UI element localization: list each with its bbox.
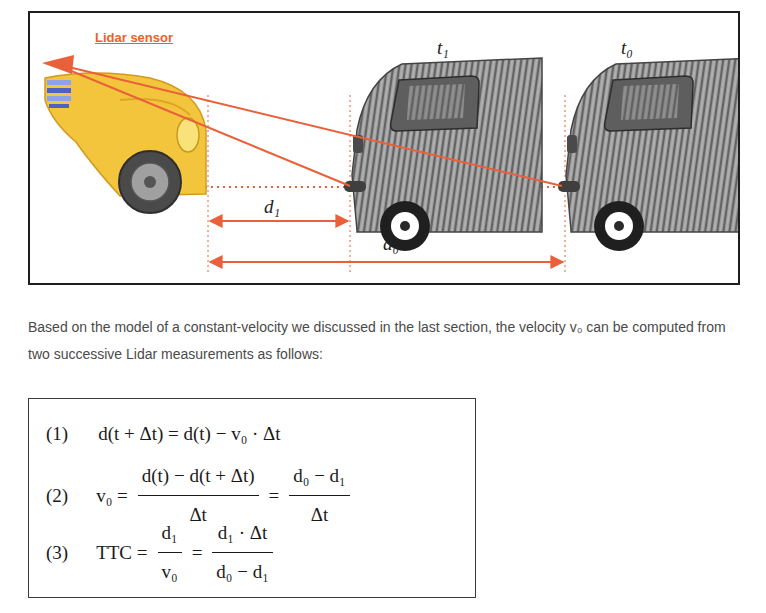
equation-term: TTC = bbox=[96, 542, 147, 564]
vehicle-t0 bbox=[558, 58, 738, 251]
equation-term: d(t + Δt) = d(t) − v₀ · Δt bbox=[98, 423, 280, 445]
body-text: Based on the model of a constant-velocit… bbox=[28, 314, 750, 368]
dimension-d1 bbox=[210, 220, 348, 222]
equation-term: = bbox=[192, 542, 203, 564]
fraction-bar bbox=[212, 552, 272, 553]
equation-term: (2) bbox=[46, 485, 68, 507]
lidar-beams bbox=[52, 63, 562, 186]
equation-term: = bbox=[269, 485, 280, 507]
equation-term: d₀ − d₁ bbox=[293, 465, 345, 487]
lidar-sensor bbox=[42, 55, 74, 74]
distance-label: d₁ bbox=[264, 196, 280, 218]
equation-term: d₁ · Δt bbox=[218, 522, 267, 544]
distance-label: d₀ bbox=[383, 233, 399, 255]
fraction-bar bbox=[158, 552, 182, 553]
equation-term: (1) bbox=[46, 423, 68, 445]
illustration-frame: Lidar sensor t₁ t₀ d₁ d₀ bbox=[28, 11, 740, 285]
equation-term: v₀ = bbox=[96, 485, 128, 507]
equation-term: v₀ bbox=[162, 561, 178, 583]
dimension-d0 bbox=[210, 261, 563, 263]
scene bbox=[42, 55, 738, 272]
equation-term: Δt bbox=[189, 504, 207, 526]
equation-term: Δt bbox=[311, 504, 329, 526]
equation-term: d₀ − d₁ bbox=[216, 561, 268, 583]
time-label: t₀ bbox=[621, 37, 633, 59]
equation-term: d₁ bbox=[162, 522, 178, 544]
vehicle-t1 bbox=[344, 58, 542, 251]
fraction-bar bbox=[138, 495, 259, 496]
equation-box: (1) d(t + Δt) = d(t) − v₀ · Δt (2) v₀ = d(t)… bbox=[28, 398, 476, 598]
equation-term: d(t) − d(t + Δt) bbox=[142, 465, 255, 487]
equation-term: (3) bbox=[46, 542, 68, 564]
fraction-bar bbox=[289, 495, 349, 496]
time-label: t₁ bbox=[437, 37, 449, 59]
sensor-label: Lidar sensor bbox=[95, 30, 173, 45]
